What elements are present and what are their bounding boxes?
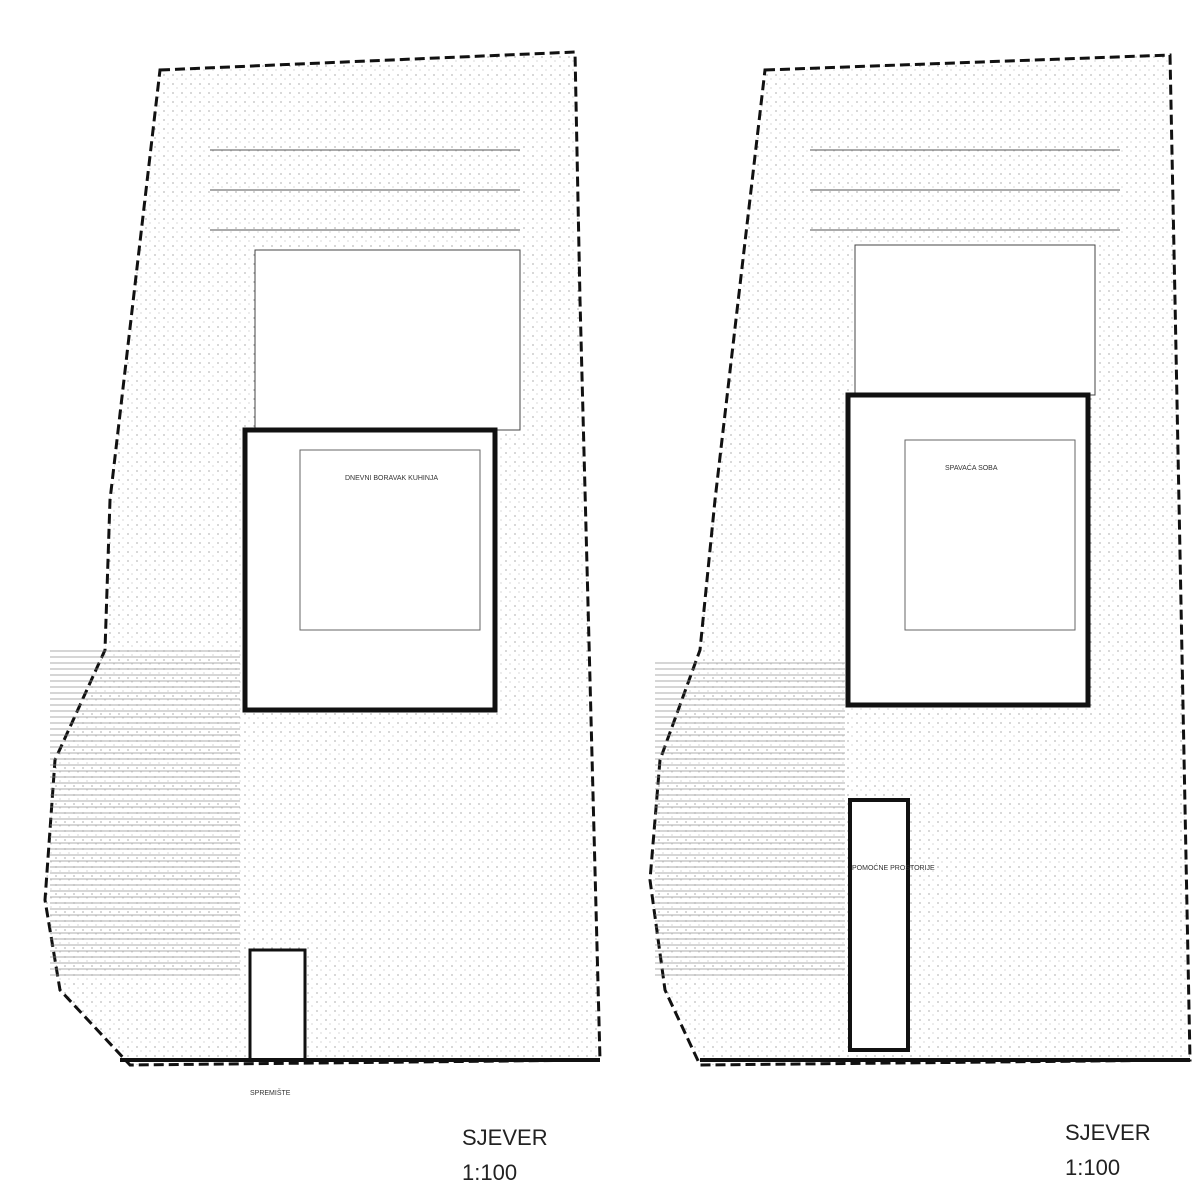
garden-hatch — [50, 650, 240, 980]
plan-title: SJEVER — [462, 1125, 548, 1150]
room-label: DNEVNI BORAVAK KUHINJA — [345, 475, 438, 482]
plan-scale: 1:100 — [462, 1160, 517, 1185]
upper-terrace — [254, 249, 521, 431]
annex-building — [248, 948, 307, 1062]
main-building — [242, 427, 498, 713]
annex-label: SPREMIŠTE — [250, 1088, 291, 1097]
upper-terrace — [854, 244, 1096, 396]
garden-hatch — [655, 660, 845, 980]
main-room — [299, 449, 481, 631]
plan-left: DNEVNI BORAVAK KUHINJA SPREMIŠTE SJEVER … — [43, 50, 602, 1185]
plan-title: SJEVER — [1065, 1120, 1151, 1145]
plan-right: SPAVAĆA SOBA POMOĆNE PROSTORIJE SJEVER 1… — [648, 53, 1192, 1180]
main-room — [904, 439, 1076, 631]
annex-label: POMOĆNE PROSTORIJE — [852, 863, 935, 872]
main-building — [845, 392, 1091, 708]
plan-scale: 1:100 — [1065, 1155, 1120, 1180]
annex-building — [848, 798, 910, 1052]
room-label: SPAVAĆA SOBA — [945, 463, 998, 472]
